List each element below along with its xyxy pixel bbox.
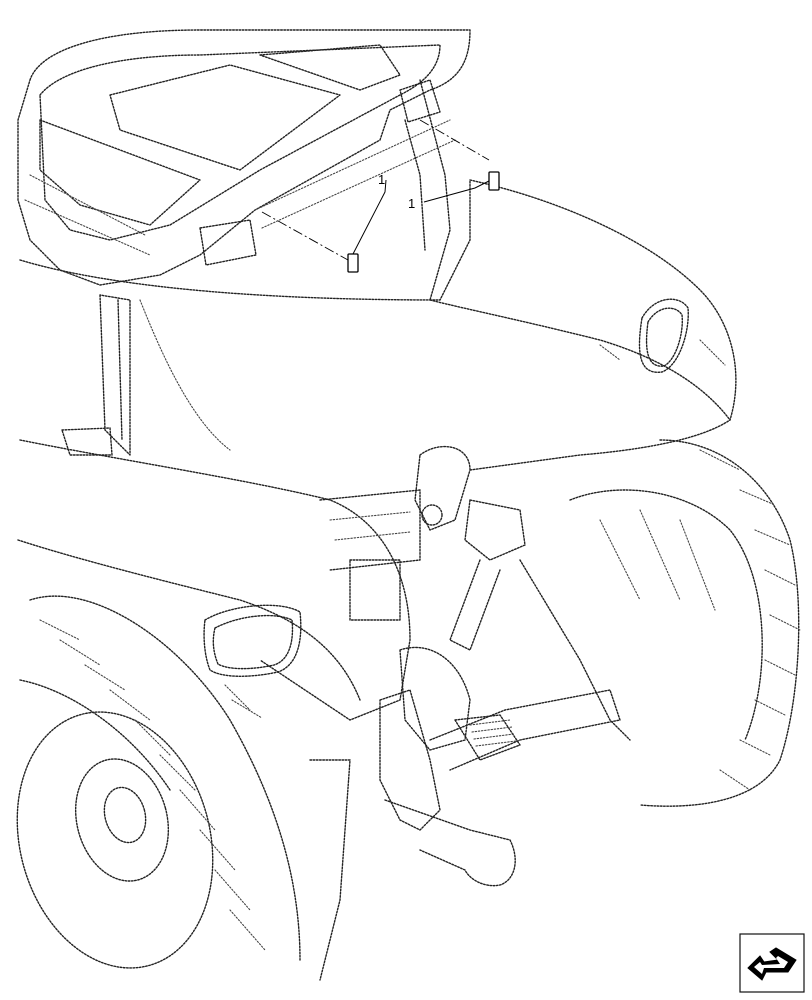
leader-line-b — [423, 180, 490, 203]
cab-posts — [61, 79, 451, 456]
return-icon-frame — [739, 933, 805, 993]
decal-callouts: 1 1 — [261, 119, 500, 273]
callout-label: 1 — [378, 172, 385, 187]
decal-b — [488, 171, 500, 191]
left-rear-wheel — [16, 595, 301, 969]
three-point-hitch — [309, 445, 631, 981]
rear-cab-panel — [19, 179, 471, 451]
decal-a — [347, 253, 359, 273]
return-arrow-highlight — [754, 956, 788, 974]
leader-line-a — [352, 179, 387, 255]
callout-label: 1 — [408, 196, 415, 211]
cab-roof — [17, 29, 471, 286]
right-fender — [429, 179, 737, 471]
right-rear-wheel — [569, 439, 801, 807]
return-arrow-shape — [747, 947, 797, 981]
placement-line-b — [419, 119, 490, 161]
placement-line-a — [261, 211, 349, 261]
left-fender — [17, 439, 411, 721]
return-arrow-icon[interactable] — [739, 933, 805, 993]
